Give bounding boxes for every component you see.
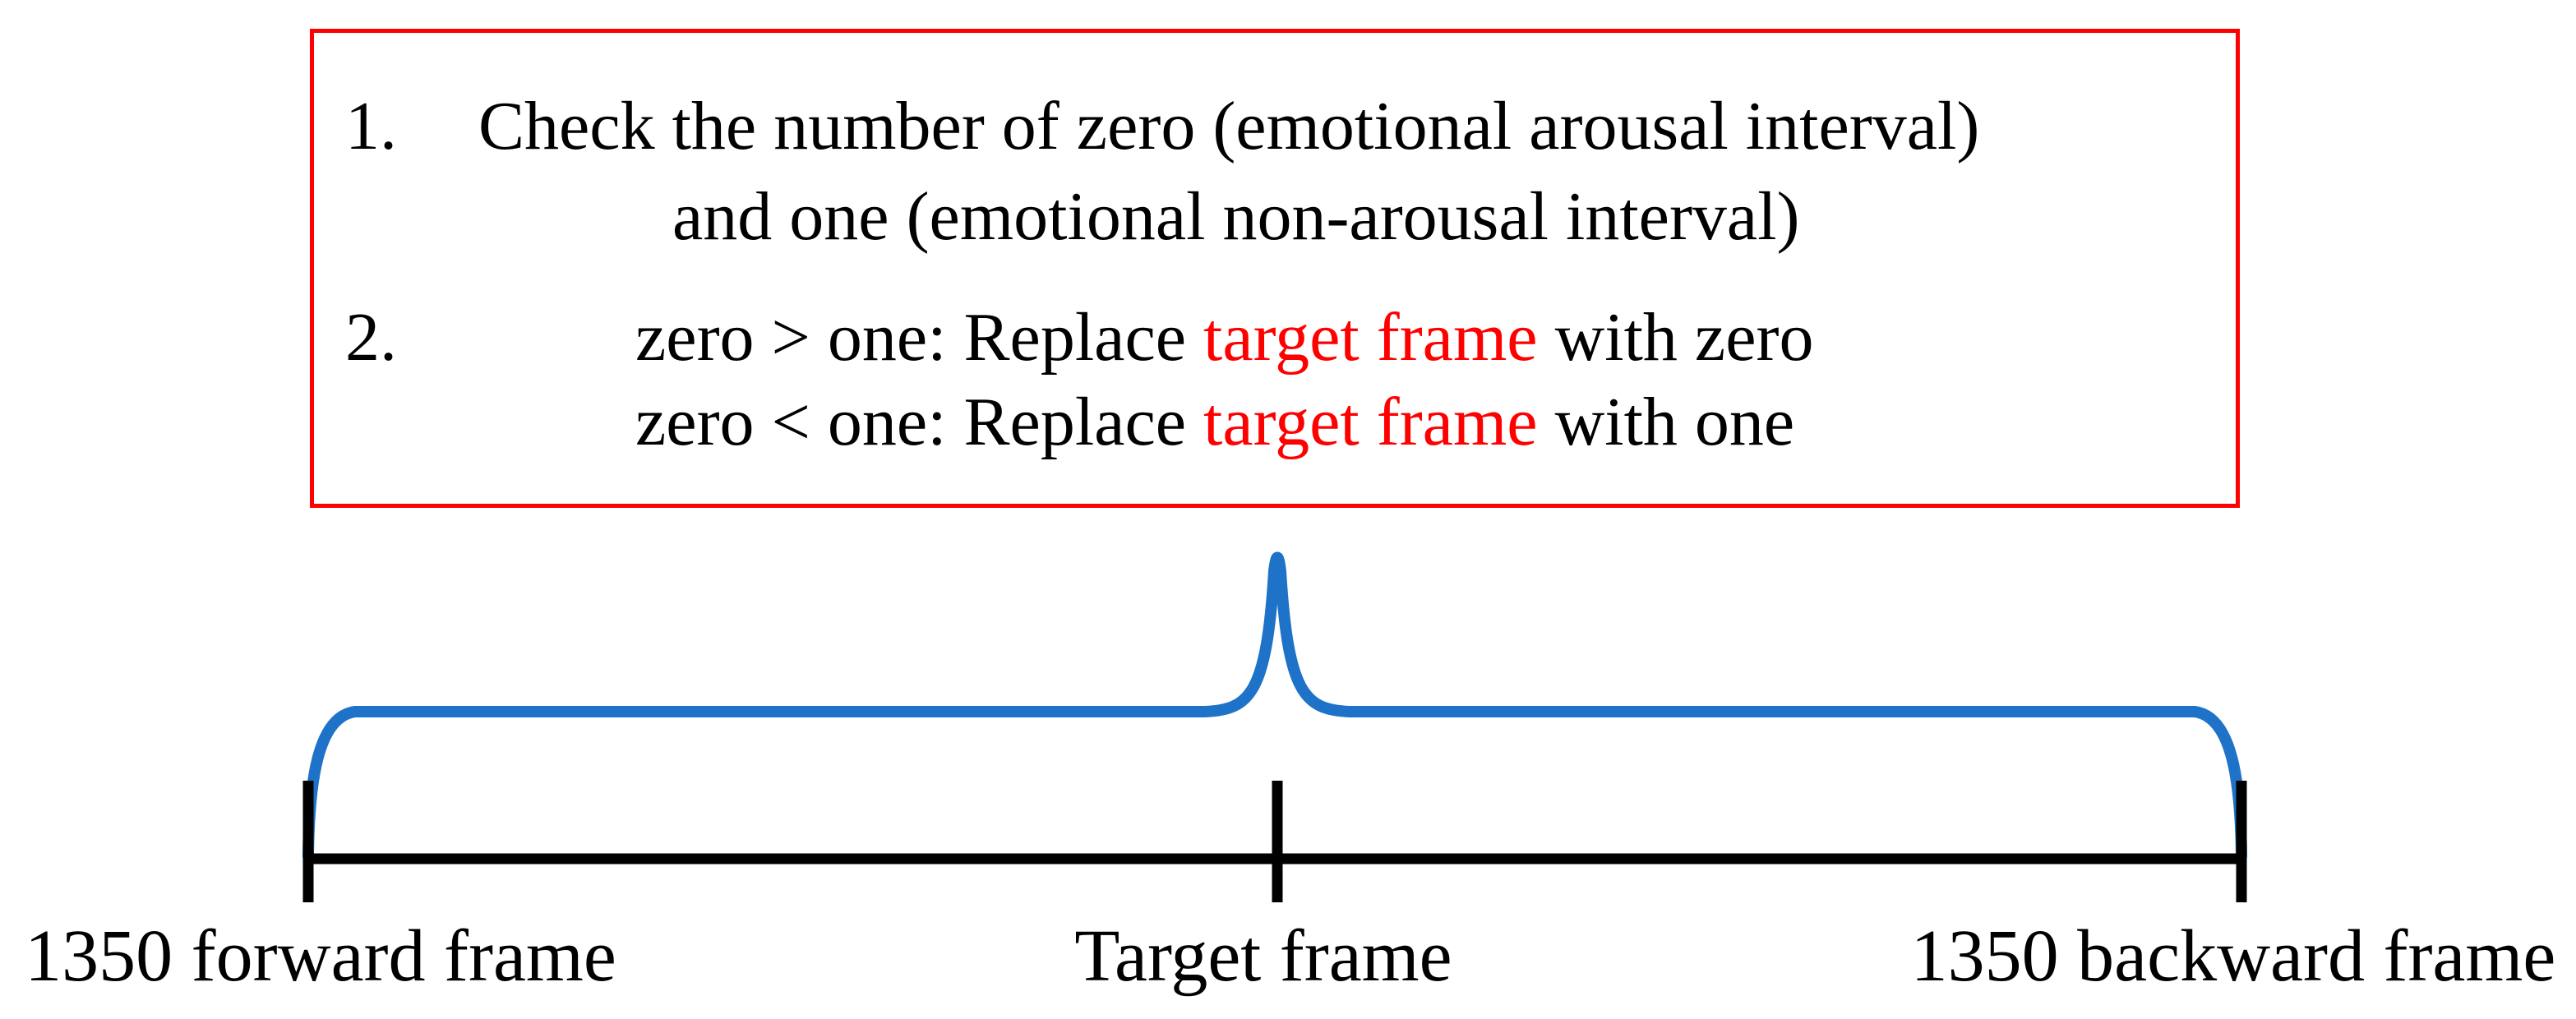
item-2-line-1-prefix: zero > one: Replace (635, 299, 1204, 376)
forward-frame-label: 1350 forward frame (25, 915, 616, 997)
item-1-number: 1. (345, 88, 397, 164)
item-2-line-2-prefix: zero < one: Replace (635, 384, 1204, 460)
instruction-box (310, 29, 2240, 508)
target-frame-highlight: target frame (1203, 384, 1538, 460)
item-1-line-2: and one (emotional non-arousal interval) (672, 178, 1800, 255)
item-2-line-2: zero < one: Replace target frame with on… (635, 381, 1794, 464)
item-2-number: 2. (345, 299, 397, 376)
target-frame-label: Target frame (1074, 915, 1452, 997)
item-1-line-1: Check the number of zero (emotional arou… (478, 88, 1980, 164)
item-2-line-2-suffix: with one (1537, 384, 1795, 460)
item-2-line-1: zero > one: Replace target frame with ze… (635, 297, 1813, 380)
brace-curve (302, 551, 2247, 862)
backward-frame-label: 1350 backward frame (1910, 915, 2556, 997)
target-frame-highlight: target frame (1203, 299, 1538, 376)
item-2-line-1-suffix: with zero (1537, 299, 1814, 376)
